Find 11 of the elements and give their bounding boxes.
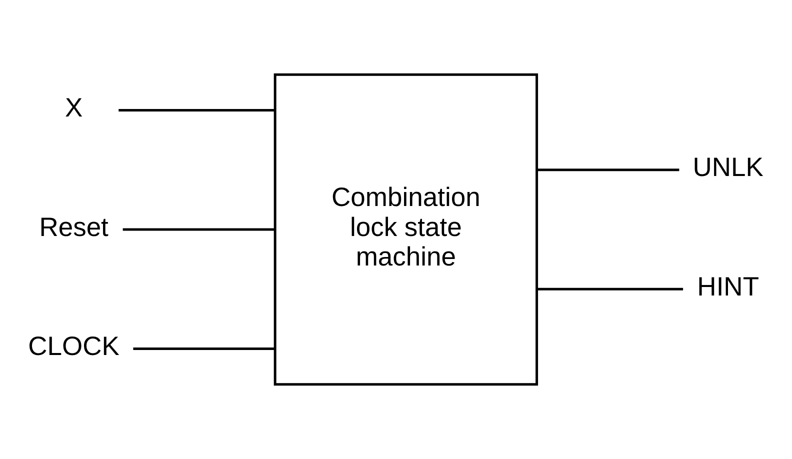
connector (122, 228, 275, 231)
node-text: HINT (697, 271, 760, 302)
node-box: Combination lock state machine (274, 73, 538, 386)
node-text: CLOCK (28, 331, 120, 362)
connector (536, 288, 684, 290)
node-text: Reset (39, 212, 108, 242)
connector (118, 109, 275, 112)
node-text: X (64, 92, 83, 123)
connector (133, 348, 275, 350)
node-text: UNLK (692, 152, 764, 182)
connector (536, 168, 680, 172)
